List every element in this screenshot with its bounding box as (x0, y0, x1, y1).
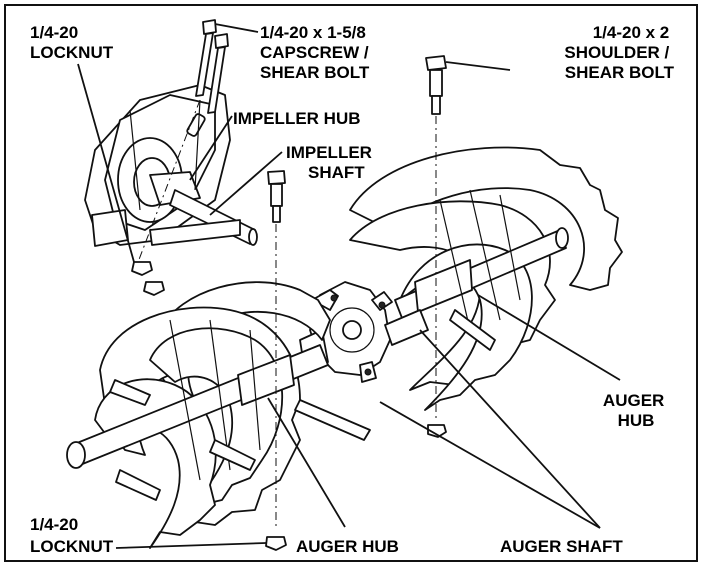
right-auger-shaft-end (555, 227, 569, 249)
leader-impeller-shaft (209, 151, 283, 216)
label-locknut-top: 1/4-20 LOCKNUT (30, 23, 114, 62)
left-auger-paddles (109, 379, 256, 501)
left-auger-paddle-right (294, 399, 371, 441)
gear-case-bolt-3 (364, 368, 372, 376)
leader-locknut-top (77, 63, 135, 263)
leader-locknut-bottom (115, 542, 267, 549)
leader-lines (77, 23, 621, 549)
gear-case-bolt-1 (330, 294, 338, 302)
right-auger-paddle (449, 309, 496, 351)
impeller-locknut-1 (131, 261, 153, 276)
impeller-assembly (84, 84, 258, 247)
right-auger (349, 146, 623, 411)
shoulder-bolt-top (425, 55, 447, 438)
impeller-shaft-end (248, 228, 258, 246)
shoulder-bolt-thread (431, 95, 441, 115)
capscrew-shank-1 (195, 32, 214, 97)
right-auger-spokes (439, 189, 521, 331)
label-impeller-shaft: IMPELLER SHAFT (286, 143, 377, 182)
left-auger-hub (237, 354, 295, 406)
leader-capscrew (214, 23, 259, 33)
gear-case-boss (329, 307, 375, 353)
impeller-edges (129, 99, 201, 211)
right-auger-locknut (427, 424, 447, 438)
capscrew-axis-line (134, 99, 201, 271)
auger-shaft-stub (384, 309, 429, 346)
capscrew-head-1 (202, 19, 217, 35)
right-auger-hub (414, 259, 473, 313)
leader-shoulder (445, 61, 511, 71)
leader-auger-shaft-right (419, 329, 601, 529)
label-auger-hub-right: AUGER HUB (603, 391, 669, 430)
label-shoulder-bolt: 1/4-20 x 2 SHOULDER / SHEAR BOLT (564, 23, 674, 82)
impeller-paddle (91, 209, 129, 247)
label-auger-shaft: AUGER SHAFT (500, 537, 623, 556)
leader-auger-hub-right (477, 294, 621, 381)
shoulder-bolt-shoulder (429, 69, 443, 97)
capscrew-shank-2 (207, 46, 226, 114)
left-shoulder-bolt-head (267, 170, 286, 185)
leader-auger-hub-bottom (267, 397, 346, 528)
label-capscrew: 1/4-20 x 1-5/8 CAPSCREW / SHEAR BOLT (260, 23, 373, 82)
impeller-locknut-2 (143, 281, 165, 296)
left-auger (66, 281, 371, 549)
leader-auger-shaft-left (379, 401, 601, 529)
gear-case-bolt-2 (378, 301, 386, 309)
label-auger-hub-bottom: AUGER HUB (296, 537, 399, 556)
impeller-locknuts (131, 261, 165, 296)
bottom-locknut (265, 536, 287, 551)
left-auger-shaft-end (66, 441, 86, 469)
gear-case-bore (342, 320, 362, 340)
shoulder-bolt-head (425, 55, 447, 71)
left-shoulder-bolt-thread (272, 205, 281, 223)
label-locknut-bottom: 1/4-20 LOCKNUT (30, 515, 114, 556)
left-shoulder-bolt-shoulder (270, 183, 283, 207)
shoulder-bolt-left (265, 170, 287, 551)
impeller-tab (149, 219, 241, 246)
leader-impeller-hub (189, 115, 233, 181)
capscrew-head-2 (214, 33, 229, 49)
capscrew-bolts (134, 19, 229, 271)
label-impeller-hub: IMPELLER HUB (233, 109, 361, 128)
gear-case-flange (311, 289, 393, 383)
